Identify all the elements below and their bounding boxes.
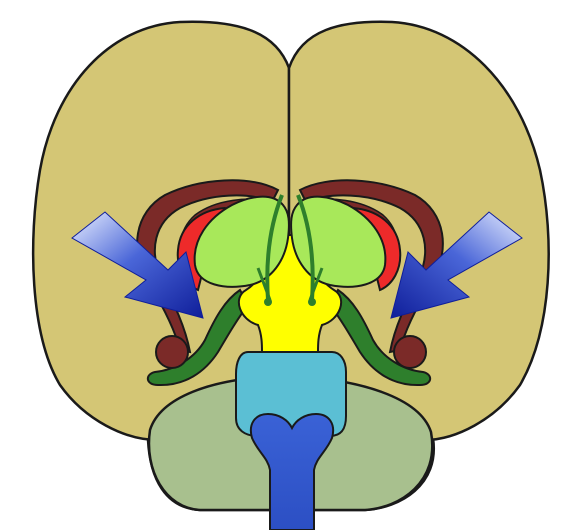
left-amygdala bbox=[156, 336, 188, 368]
left-stem-node bbox=[264, 298, 272, 306]
right-amygdala bbox=[394, 336, 426, 368]
right-stem-node bbox=[308, 298, 316, 306]
